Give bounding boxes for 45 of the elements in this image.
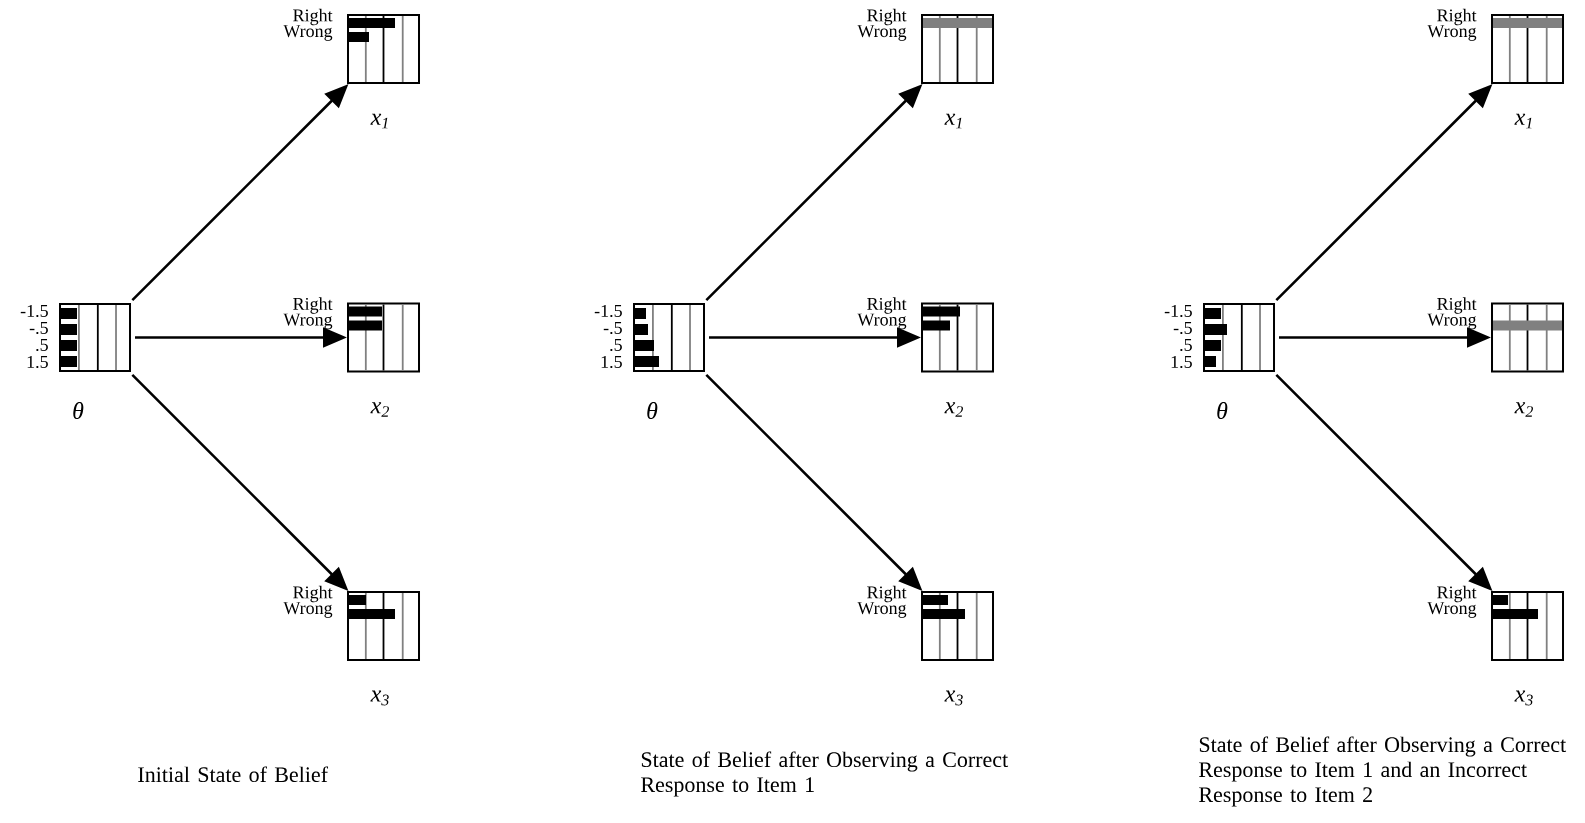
scale-label: 1.5: [1171, 355, 1192, 369]
variable-label: x$_{2}$: [1514, 402, 1533, 417]
state-label: Right: [867, 297, 907, 314]
scale-label: -1.5: [20, 304, 48, 318]
scale-label: -.5: [29, 321, 48, 334]
state-label: Wrong: [283, 313, 333, 330]
scale-label: -.5: [1173, 321, 1192, 334]
state-label: Wrong: [857, 602, 907, 618]
scale-label: 1.5: [601, 355, 622, 369]
scale-label: -1.5: [594, 304, 622, 318]
state-label: Wrong: [1427, 313, 1477, 330]
state-label: Right: [1437, 585, 1477, 603]
variable-label: x$_{2}$: [370, 402, 389, 417]
state-label: Right: [293, 297, 333, 314]
state-label: Right: [293, 8, 333, 26]
variable-label: x$_{3}$: [1514, 690, 1533, 706]
variable-label: θ: [1217, 402, 1228, 419]
scale-label: .5: [610, 338, 622, 351]
state-label: Wrong: [283, 25, 333, 41]
variable-label: θ: [647, 402, 658, 419]
variable-label: x$_{1}$: [944, 113, 962, 129]
state-label: Right: [293, 585, 333, 603]
state-label: Wrong: [857, 25, 907, 41]
variable-label: x$_{3}$: [370, 690, 389, 706]
state-label: Right: [867, 8, 907, 26]
state-label: Right: [867, 585, 907, 603]
state-label: Right: [1437, 297, 1477, 314]
variable-label: θ: [73, 402, 84, 419]
scale-label: .5: [36, 338, 48, 351]
state-label: Wrong: [857, 313, 907, 330]
state-label: Right: [1437, 8, 1477, 26]
state-label: Wrong: [1427, 602, 1477, 618]
state-label: Wrong: [1427, 25, 1477, 41]
caption: Initial State of Belief: [138, 766, 328, 783]
scale-label: .5: [1180, 338, 1192, 351]
state-label: Wrong: [283, 602, 333, 618]
caption: State of Belief after Observing a Correct Response to Item 1: [641, 751, 1009, 797]
variable-label: x$_{3}$: [944, 690, 963, 706]
scale-label: 1.5: [27, 355, 48, 369]
scale-label: -1.5: [1164, 304, 1192, 318]
variable-label: x$_{2}$: [944, 402, 963, 417]
caption: State of Belief after Observing a Correct Response to Item 1 and an Incorrect Response to Item 2: [1199, 736, 1567, 807]
scale-label: -.5: [603, 321, 622, 334]
variable-label: x$_{1}$: [1514, 113, 1532, 129]
variable-label: x$_{1}$: [370, 113, 388, 129]
